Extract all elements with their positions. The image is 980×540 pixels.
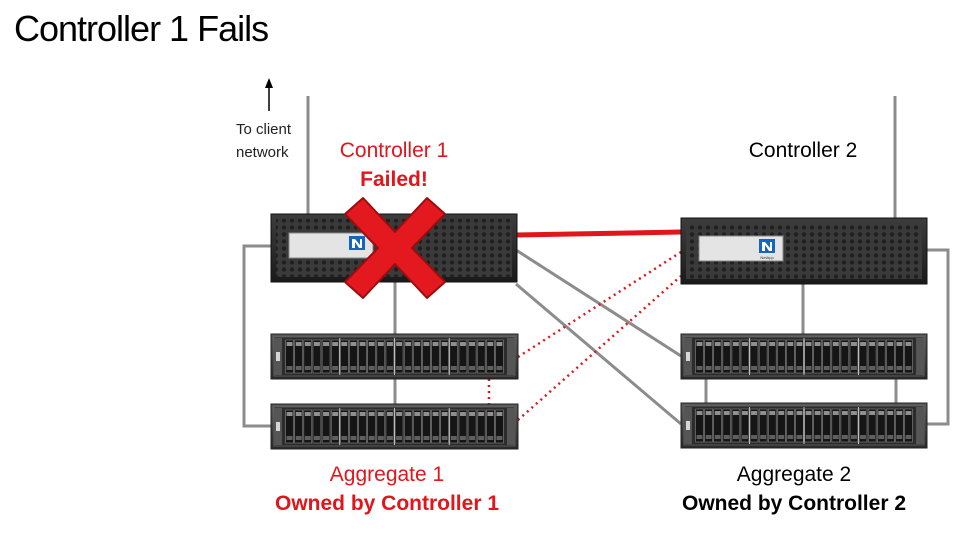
controller2-name: Controller 2 xyxy=(748,139,858,162)
aggregate2-label: Aggregate 2 Owned by Controller 2 xyxy=(682,460,906,518)
aggregate1-label: Aggregate 1 Owned by Controller 1 xyxy=(275,460,499,518)
c1-loop-cable xyxy=(242,244,271,428)
failover-dotted-1 xyxy=(517,250,682,359)
aggregate2-shelf-b xyxy=(680,402,928,449)
aggregate1-shelf-a xyxy=(270,333,519,380)
c1-to-shelf2b-cable xyxy=(515,282,682,426)
c2-loop-cable xyxy=(925,248,950,426)
brand-logo: NetApp xyxy=(760,255,774,260)
controller1-name: Controller 1 xyxy=(339,139,449,162)
failover-paths xyxy=(487,250,682,421)
controller1-status: Failed! xyxy=(360,168,428,191)
aggregate1-name: Aggregate 1 xyxy=(329,463,445,486)
client-network-line1: To client xyxy=(236,121,292,138)
c1-to-shelf2a-cable xyxy=(515,248,682,358)
red-x-icon xyxy=(344,197,446,299)
aggregate2-owner: Owned by Controller 2 xyxy=(681,492,907,515)
controller1-label: Controller 1 Failed! xyxy=(340,136,449,194)
client-network-line2: network xyxy=(236,144,289,161)
aggregate1-shelf-b xyxy=(270,403,519,450)
client-network-label: To client network xyxy=(236,118,291,164)
aggregate2-name: Aggregate 2 xyxy=(736,463,852,486)
arrow-up-icon xyxy=(265,78,273,111)
cabling xyxy=(242,96,950,428)
controller2-label: Controller 2 xyxy=(749,136,858,165)
disk-shelves xyxy=(270,333,928,450)
failover-dotted-2 xyxy=(517,275,682,421)
slide-title: Controller 1 Fails xyxy=(14,8,269,49)
ha-interconnect-link xyxy=(515,229,682,238)
aggregate1-owner: Owned by Controller 1 xyxy=(274,492,500,515)
controller2-chassis: NetApp xyxy=(680,217,928,285)
aggregate2-shelf-a xyxy=(680,333,928,380)
